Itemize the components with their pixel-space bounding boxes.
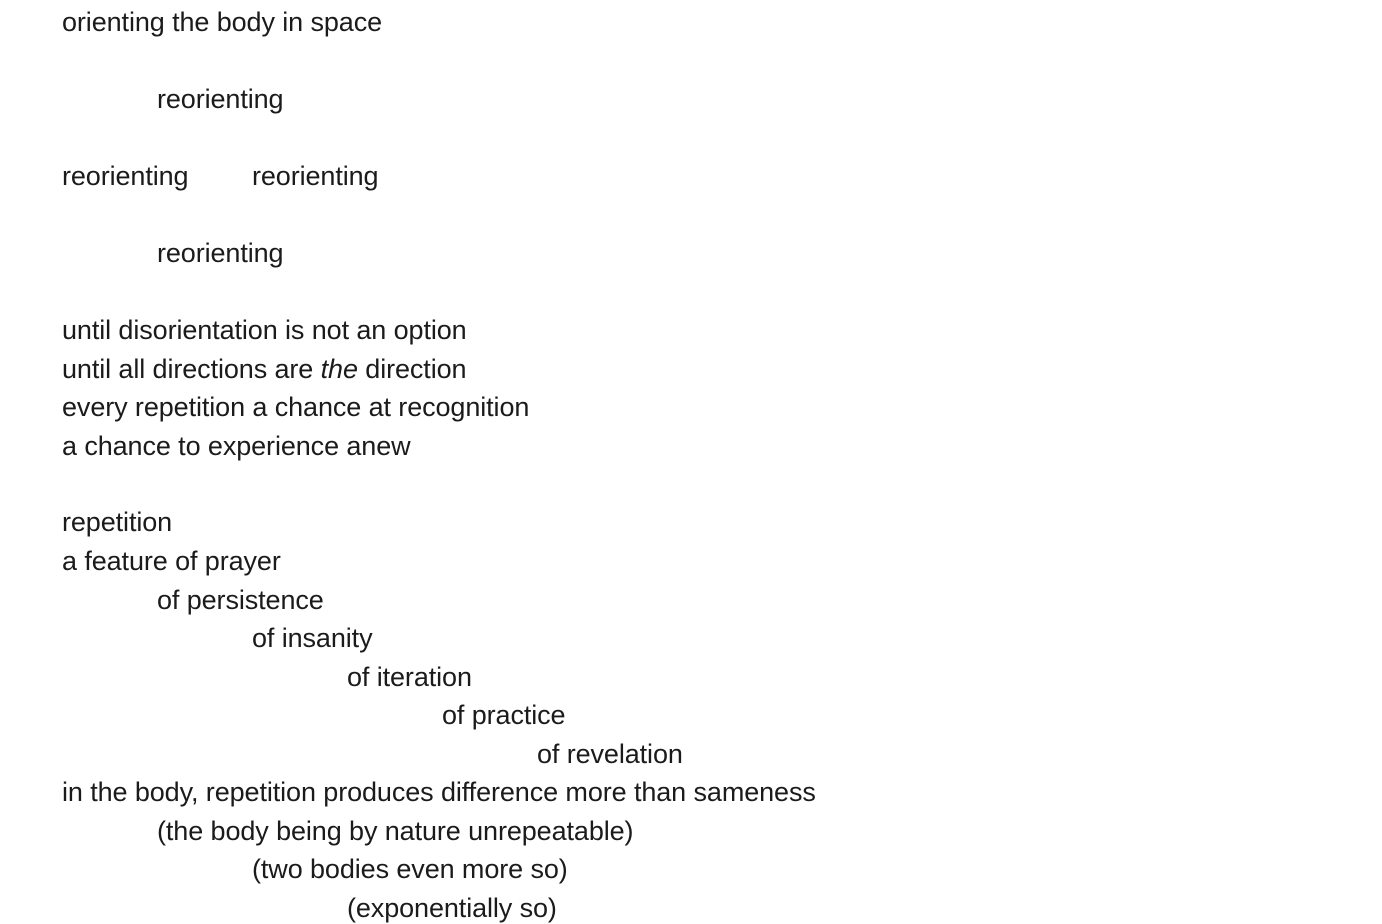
poem-line: (the body being by nature unrepeatable) [157,816,634,846]
poem-line: a feature of prayer [62,546,281,576]
poem-line: until all directions are the direction [62,354,467,384]
poem-line-inline-second: reorienting [252,161,379,191]
poem-line: every repetition a chance at recognition [62,392,530,422]
poem-line: of revelation [537,739,683,769]
poem-line: reorienting [157,84,284,114]
poem-line: of practice [442,700,566,730]
poem-line: in the body, repetition produces differe… [62,777,816,807]
poem-line: of persistence [157,585,324,615]
poem-line: until disorientation is not an option [62,315,467,345]
poem-line: repetition [62,507,173,537]
poem-line: of iteration [347,662,472,692]
poem-line: (two bodies even more so) [252,854,568,884]
poem-line: of insanity [252,623,373,653]
emphasized-word: the [320,354,358,384]
poem-line: reorienting [157,238,284,268]
poem-line: reorienting [62,161,189,191]
poem-line: a chance to experience anew [62,431,411,461]
poem-line: (exponentially so) [347,893,557,923]
poem-line: orienting the body in space [62,7,383,37]
